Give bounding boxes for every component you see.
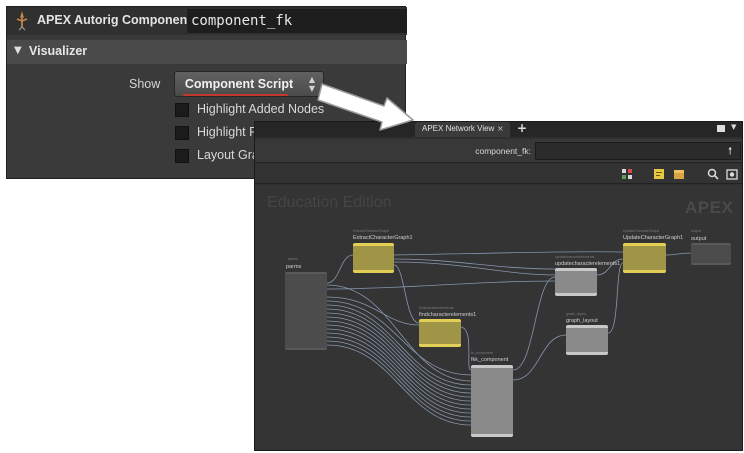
show-dropdown-value: Component Script	[184, 77, 294, 91]
node-title: graph_layout	[566, 318, 598, 324]
node-subtitle: UpdateCharacterGraph	[623, 229, 660, 233]
node-graph-layout[interactable]	[566, 325, 608, 355]
node-output[interactable]	[691, 243, 731, 265]
node-subtitle: ExtractCharacterGraph	[353, 229, 389, 233]
selection-underline	[183, 94, 288, 96]
apex-watermark: APEX	[685, 198, 734, 217]
zoom-icon[interactable]	[707, 168, 719, 180]
highlight-added-nodes-checkbox[interactable]	[175, 103, 189, 117]
node-subtitle: output	[691, 229, 701, 233]
node-title: parms	[286, 264, 302, 270]
node-connections	[326, 251, 693, 426]
apex-network-view: APEX Network View × + ▼ component_fk: 🠕	[254, 121, 743, 451]
jump-up-icon[interactable]: 🠕	[728, 146, 733, 157]
show-label: Show	[129, 77, 161, 91]
network-box-icon[interactable]	[673, 168, 685, 180]
network-path-field[interactable]: 🠕	[535, 142, 741, 160]
updown-arrows-icon: ▲▼	[308, 75, 316, 93]
node-subtitle: graph_layout	[566, 312, 587, 316]
collapse-triangle-icon[interactable]: ▼	[14, 45, 22, 56]
callout-arrow	[317, 83, 414, 131]
network-path-bar: component_fk: 🠕	[255, 139, 742, 163]
node-find-character-elements[interactable]	[419, 319, 461, 347]
node-title: findcharacterelements1	[419, 312, 477, 318]
node-subtitle: parms	[288, 257, 298, 261]
node-subtitle: fk_component	[471, 351, 493, 355]
node-subtitle: updatecharacterelements	[555, 255, 595, 259]
node-title: ExtractCharacterGraph1	[353, 235, 413, 241]
parameter-panel: APEX Autorig Component component_fk ▼ Vi…	[6, 6, 407, 179]
layout-graph-label: Layout Graph	[197, 148, 273, 162]
layout-graph-checkbox[interactable]	[175, 149, 189, 163]
node-title: fkk_component	[471, 357, 509, 363]
pane-tab-bar: APEX Network View × + ▼	[255, 121, 742, 137]
sticky-note-icon[interactable]	[653, 168, 665, 180]
network-canvas[interactable]: Education Edition APEX	[255, 185, 742, 450]
pane-menu-icon[interactable]	[717, 125, 725, 132]
network-toolbar	[255, 164, 742, 184]
education-edition-watermark: Education Edition	[267, 194, 392, 211]
section-title: Visualizer	[29, 44, 88, 58]
show-dropdown[interactable]: Component Script ▲▼	[174, 71, 324, 97]
node-title: output	[691, 236, 707, 242]
node-type-label: APEX Autorig Component	[37, 13, 192, 27]
node-parms[interactable]	[285, 272, 327, 350]
node-name-field[interactable]: component_fk	[187, 9, 407, 33]
highlight-reconnected-nodes-checkbox[interactable]	[175, 126, 189, 140]
node-update-character-graph[interactable]	[623, 243, 666, 273]
screenshot-icon[interactable]	[726, 168, 738, 180]
highlight-added-nodes-label: Highlight Added Nodes	[197, 102, 325, 116]
node-subtitle: findcharacterelements	[419, 306, 454, 310]
node-update-character-elements[interactable]	[555, 268, 597, 296]
tab-close-icon[interactable]: ×	[497, 124, 504, 133]
node-fk-component[interactable]	[471, 365, 513, 437]
add-tab-icon[interactable]: +	[517, 121, 528, 135]
tab-apex-network-view[interactable]: APEX Network View ×	[415, 122, 510, 137]
node-title: updatecharacterelements1	[555, 261, 621, 267]
chevron-down-icon[interactable]: ▼	[731, 123, 737, 131]
autorig-component-icon	[16, 11, 28, 31]
node-title: UpdateCharacterGraph1	[623, 235, 684, 241]
tab-label: APEX Network View	[422, 124, 495, 133]
network-path-label: component_fk:	[475, 146, 531, 156]
node-extract-character-graph[interactable]	[353, 243, 394, 273]
parameter-header: APEX Autorig Component component_fk	[7, 7, 407, 35]
grid-icon[interactable]	[621, 168, 633, 180]
visualizer-section-header[interactable]: ▼ Visualizer	[7, 40, 407, 64]
